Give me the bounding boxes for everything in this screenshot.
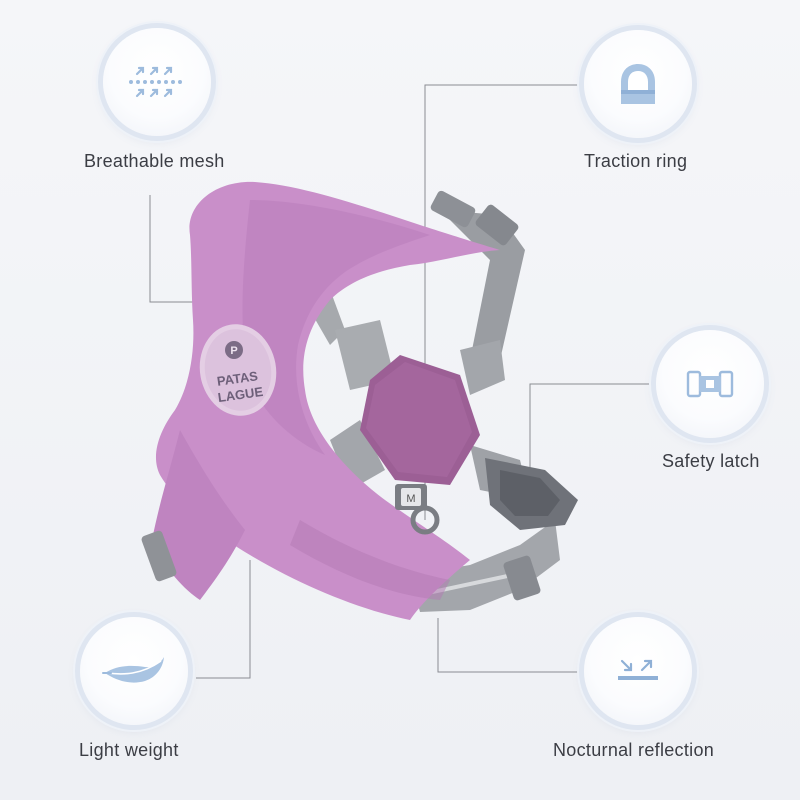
light-weight-label: Light weight — [79, 740, 179, 760]
harness-body-edge — [290, 520, 450, 600]
breathable-mesh-badge — [103, 28, 211, 136]
traction-ring-badge — [584, 30, 692, 138]
callout-line-light — [196, 560, 251, 679]
breathable-mesh-label: Breathable mesh — [84, 151, 225, 171]
light-weight-badge — [80, 617, 188, 725]
harness-body-main — [155, 181, 501, 620]
harness-top-slider — [430, 190, 476, 228]
harness-flap-left — [152, 430, 245, 600]
callout-line-latch — [529, 383, 650, 470]
safety-latch-badge — [656, 330, 764, 438]
callout-line-nocturnal — [437, 618, 584, 673]
nocturnal-reflection-label: Nocturnal reflection — [553, 740, 715, 760]
harness-left-slider — [141, 530, 177, 582]
safety-latch-buckle — [485, 458, 578, 530]
harness-d-ring: M — [395, 484, 440, 535]
breathable-mesh-icon — [129, 66, 182, 98]
feather-icon — [102, 657, 164, 683]
harness-strap-reflective — [420, 569, 530, 597]
brand-line-2: LAGUE — [217, 384, 264, 405]
nocturnal-reflection-badge — [584, 617, 692, 725]
size-tag-label: M — [406, 493, 415, 505]
brand-line-1: PATAS — [216, 368, 259, 389]
traction-ring-icon — [621, 64, 655, 104]
harness-right-buckle-top — [475, 204, 519, 246]
safety-latch-icon — [686, 370, 734, 398]
harness-strap-upper-right — [440, 210, 525, 360]
brand-logo-badge: P PATAS LAGUE — [199, 324, 277, 416]
traction-ring-label: Traction ring — [584, 151, 688, 171]
harness-belly-adjuster — [503, 555, 541, 601]
reflection-icon — [618, 659, 658, 680]
harness-strap-right-mid — [460, 340, 505, 395]
brand-initial: P — [230, 345, 237, 357]
harness-body-shade — [242, 200, 430, 455]
safety-latch-label: Safety latch — [662, 451, 760, 471]
